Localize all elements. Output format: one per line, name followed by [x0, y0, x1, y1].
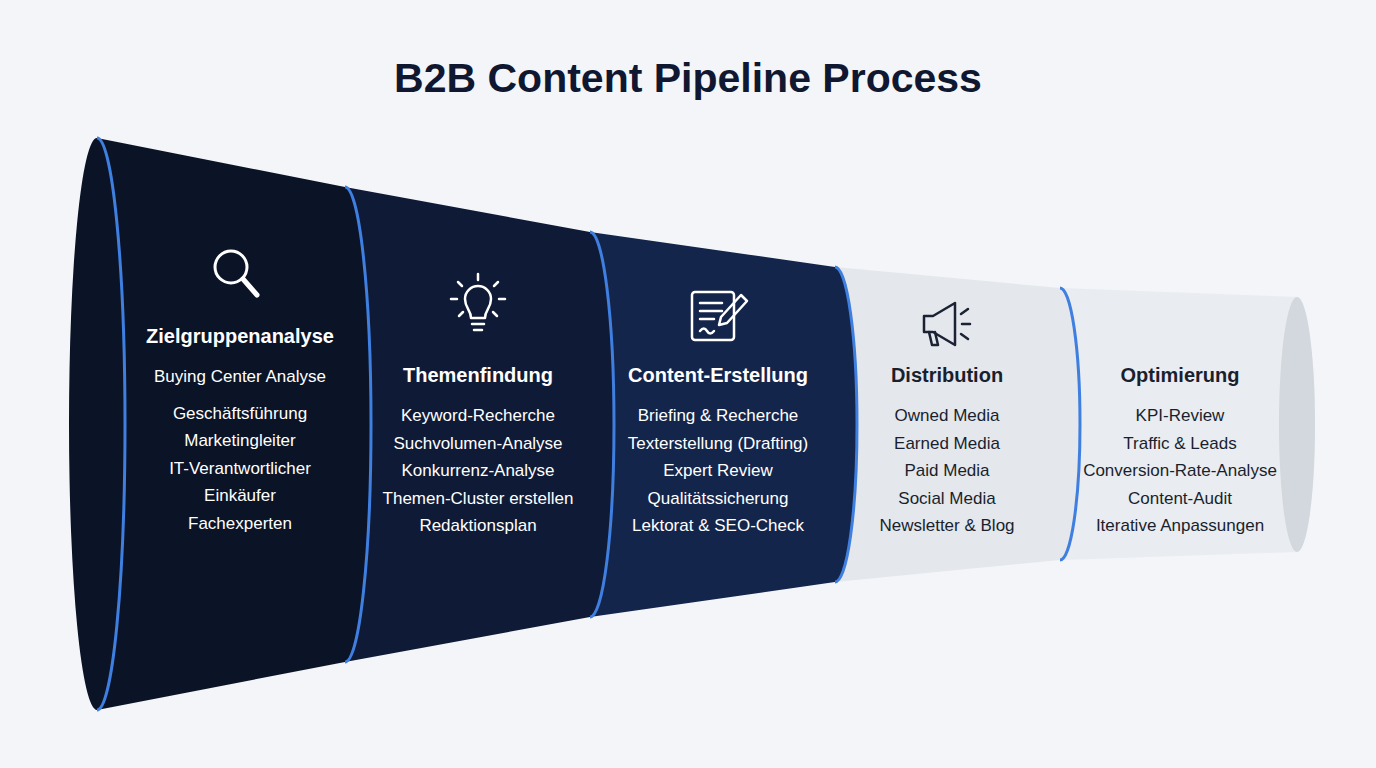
stage-item: Owned Media [817, 402, 1077, 430]
funnel-stage: OptimierungKPI-ReviewTraffic & LeadsConv… [1038, 286, 1317, 562]
stage-text: DistributionOwned MediaEarned MediaPaid … [817, 362, 1077, 540]
stage-divider [835, 267, 857, 582]
stage-heading: Content-Erstellung [588, 362, 848, 388]
stage-item: Content-Audit [1050, 485, 1310, 513]
stage-item: Einkäufer [110, 482, 370, 510]
stage-band [345, 187, 614, 662]
stage-item: Newsletter & Blog [817, 512, 1077, 540]
stage-item: Iterative Anpassungen [1050, 512, 1310, 540]
stage-item: Earned Media [817, 430, 1077, 458]
funnel-stage: ThemenfindungKeyword-RechercheSuchvolume… [317, 185, 616, 664]
stage-item: Expert Review [588, 457, 848, 485]
stage-item: Buying Center Analyse [110, 363, 370, 391]
funnel-end-cap [1279, 297, 1315, 552]
stage-item: Redaktionsplan [348, 512, 608, 540]
stage-item: Fachexperten [110, 510, 370, 538]
stage-item: Themen-Cluster erstellen [348, 485, 608, 513]
stage-item: Qualitätssicherung [588, 485, 848, 513]
stage-item: IT-Verantwortlicher [110, 455, 370, 483]
stage-item: Briefing & Recherche [588, 402, 848, 430]
stage-text: OptimierungKPI-ReviewTraffic & LeadsConv… [1050, 362, 1310, 540]
stage-item: Suchvolumen-Analyse [348, 430, 608, 458]
stage-band [69, 138, 371, 710]
stage-heading: Themenfindung [348, 362, 608, 388]
stage-item: Marketingleiter [110, 427, 370, 455]
stage-heading: Zielgruppenanalyse [110, 323, 370, 349]
stage-item: KPI-Review [1050, 402, 1310, 430]
stage-divider [590, 232, 614, 617]
stage-item: Texterstellung (Drafting) [588, 430, 848, 458]
stage-item: Lektorat & SEO-Check [588, 512, 848, 540]
stage-heading: Optimierung [1050, 362, 1310, 388]
stage-divider [97, 138, 125, 710]
stage-text: Content-ErstellungBriefing & RechercheTe… [588, 362, 848, 540]
funnel-stage: Content-ErstellungBriefing & RechercheTe… [564, 230, 859, 619]
stage-item: Traffic & Leads [1050, 430, 1310, 458]
funnel-stage: ZielgruppenanalyseBuying Center AnalyseG… [67, 136, 373, 712]
stage-item: Social Media [817, 485, 1077, 513]
stage-heading: Distribution [817, 362, 1077, 388]
stage-item: Keyword-Recherche [348, 402, 608, 430]
stage-divider [1060, 288, 1080, 560]
stage-item: Conversion-Rate-Analyse [1050, 457, 1310, 485]
funnel-stage: DistributionOwned MediaEarned MediaPaid … [811, 265, 1082, 584]
stage-text: ZielgruppenanalyseBuying Center AnalyseG… [110, 323, 370, 537]
diagram-title: B2B Content Pipeline Process [0, 50, 1376, 106]
stage-text: ThemenfindungKeyword-RechercheSuchvolume… [348, 362, 608, 540]
stage-outline [67, 136, 373, 712]
stage-item: Paid Media [817, 457, 1077, 485]
stage-item: Geschäftsführung [110, 400, 370, 428]
stage-divider [345, 187, 371, 662]
stage-item: Konkurrenz-Analyse [348, 457, 608, 485]
